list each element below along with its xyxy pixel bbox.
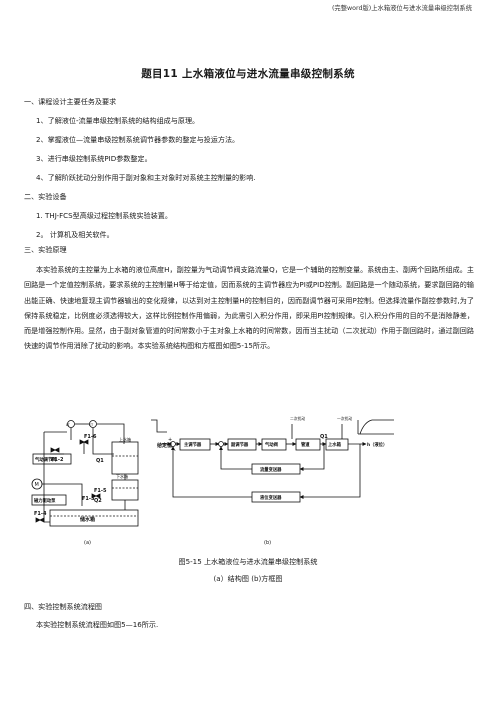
label-q1: Q1	[96, 458, 104, 464]
q1-label: Q1	[320, 434, 328, 440]
list-item: 2、掌握液位—流量串级控制系统调节器参数的整定与投运方法。	[36, 135, 240, 144]
upper-tank-label: 上水箱	[119, 436, 131, 442]
ft-instrument	[89, 420, 97, 428]
pneumatic-valve-label: 气动调节阀	[34, 456, 57, 463]
pipe-block	[295, 438, 321, 451]
section-heading-3: 三、实验原理	[24, 245, 67, 254]
upper-tank	[111, 441, 139, 475]
main-controller-block	[179, 438, 211, 451]
document-title: 题目11 上水箱液位与进水流量串级控制系统	[141, 68, 355, 80]
disturbance-2-label: 二次扰动	[290, 416, 305, 421]
actuator-label: 气动阀	[264, 441, 279, 448]
pipe-label: 管道	[301, 441, 310, 448]
label-f1-3: F1-3	[82, 496, 95, 502]
lower-tank-label: 下水箱	[116, 473, 128, 479]
output-label: h（液位）	[367, 441, 387, 448]
list-item: 3、进行串级控制系统PID参数整定。	[36, 154, 152, 163]
figure-diagram: LT FT F1-6 F1-2 气动调节阀 Q1 上水箱 下水箱	[31, 416, 394, 546]
figure-subcaption: (a）结构图 (b)方框图	[213, 574, 283, 583]
section-heading-4: 四、实验控制系统流程图	[24, 602, 103, 611]
list-item: 2。 计算机及相关软件。	[36, 230, 114, 239]
setpoint-label: 给定值	[157, 442, 172, 449]
figure-caption: 图5-15 上水箱液位与进水流量串级控制系统	[178, 557, 318, 566]
valve-f1-4	[35, 517, 45, 523]
lower-tank	[111, 479, 139, 501]
section-heading-1: 一、课程设计主要任务及要求	[24, 97, 117, 106]
level-transmitter-label: 液位变送器	[260, 494, 282, 501]
figure-5-15: LT FT F1-6 F1-2 气动调节阀 Q1 上水箱 下水箱	[24, 414, 464, 553]
pneumatic-valve-box	[32, 453, 72, 465]
supply-pipe	[92, 428, 114, 455]
block-diagram: 给定值 + - 主调节器 副调节器 气动阀 二次扰动 管道 Q1 上水箱	[151, 416, 394, 546]
lt-label: LT	[66, 423, 70, 427]
pump-label: 磁力驱动泵	[34, 497, 56, 504]
page-header: (完整word版)上水箱液位与进水流量串级控制系统	[331, 5, 472, 12]
flowchart-reference: 本实验控制系统流程图如图5—16所示.	[36, 620, 159, 629]
reservoir	[49, 509, 139, 527]
step-input	[151, 419, 167, 433]
list-item: 4、了解阶跃扰动分别作用于副对象和主对象时对系统主控制量的影响.	[36, 173, 256, 182]
left-pipe	[43, 432, 50, 523]
plus-sign: +	[168, 437, 172, 443]
structure-diagram: LT FT F1-6 F1-2 气动调节阀 Q1 上水箱 下水箱	[31, 420, 139, 546]
summing-junction-2	[218, 441, 224, 447]
subfig-a-label: (a)	[84, 540, 91, 546]
sub-controller-label: 副调节器	[231, 441, 249, 448]
principle-text: 本实验系统的主控量为上水箱的液位高度H，副控量为气动调节阀支路流量Q，它是一个辅…	[24, 265, 474, 351]
pump-box	[31, 494, 67, 506]
minus-sign: -	[174, 448, 176, 454]
ft-label: FT	[89, 423, 94, 427]
subfig-b-label: (b)	[264, 540, 271, 546]
section-heading-2: 二、实验设备	[24, 192, 67, 201]
valve-f1-2	[50, 447, 60, 453]
label-f1-6: F1-6	[84, 434, 97, 440]
valve-f1-5	[91, 493, 101, 499]
valve-f1-6	[79, 439, 89, 445]
motor-label: M	[35, 482, 39, 488]
label-f1-2: F1-2	[51, 457, 64, 463]
response-curve	[359, 419, 394, 435]
plant-label: 上水箱	[328, 441, 342, 448]
label-f1-5: F1-5	[94, 488, 107, 494]
lt-instrument	[67, 420, 75, 428]
plant-block	[325, 438, 349, 451]
list-item: 1、了解液位-流量串级控制系统的结构组成与原理。	[36, 116, 200, 125]
main-controller-label: 主调节器	[184, 441, 202, 448]
disturbance-1-label: 一次扰动	[337, 416, 352, 421]
label-q2: Q2	[94, 498, 102, 504]
reservoir-label: 储水箱	[80, 516, 95, 523]
sub-controller-block	[227, 438, 257, 451]
flow-transmitter-label: 流量变送器	[260, 466, 282, 473]
principle-paragraph: 本实验系统的主控量为上水箱的液位高度H，副控量为气动调节阀支路流量Q，它是一个辅…	[24, 262, 474, 354]
label-f1-4: F1-4	[34, 511, 47, 517]
actuator-block	[261, 438, 287, 451]
list-item: 1. THJ-FCS型高级过程控制系统实验装置。	[36, 211, 172, 220]
